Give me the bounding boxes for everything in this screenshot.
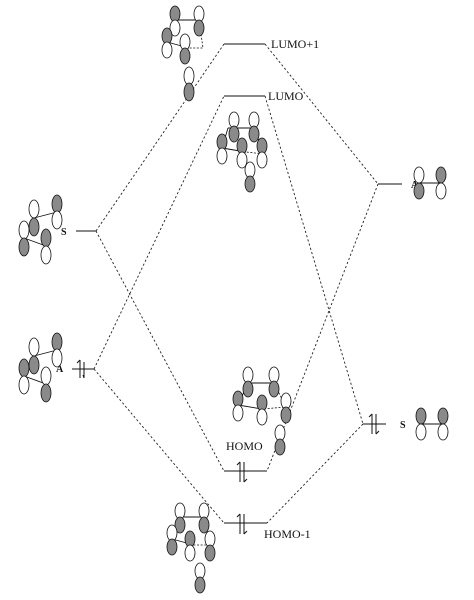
orbital-left-s — [18, 194, 63, 265]
orbital-left-a — [18, 332, 63, 403]
orbital-right-s — [415, 407, 449, 441]
orbital-lumo-plus-1 — [161, 5, 205, 102]
line-a-to-homo1 — [93, 368, 225, 524]
orbital-lumo — [216, 111, 268, 193]
electron-pair-homo-minus-1 — [236, 513, 248, 535]
line-lumo-to-s — [264, 95, 364, 425]
electron-pair-left-a — [76, 359, 85, 379]
label-homo: HOMO — [226, 439, 263, 453]
line-s-to-homo1 — [266, 423, 364, 524]
label-right-s: S — [400, 420, 406, 431]
label-left-s: S — [61, 227, 67, 238]
label-lumo-plus-1: LUMO+1 — [271, 37, 319, 51]
label-lumo: LUMO — [268, 89, 304, 103]
line-a-to-lumo — [93, 95, 225, 370]
orbital-homo-minus-1 — [166, 502, 216, 594]
line-s-to-lumo1 — [95, 43, 225, 232]
label-left-a: A — [56, 364, 64, 375]
line-s-to-homo — [95, 230, 225, 472]
line-lumo1-to-a — [264, 43, 379, 185]
electron-pair-right-s — [368, 413, 380, 435]
electron-pair-homo — [236, 461, 248, 483]
orbital-homo — [232, 366, 292, 456]
orbital-right-a — [413, 166, 447, 200]
label-homo-minus-1: HOMO-1 — [264, 527, 311, 541]
